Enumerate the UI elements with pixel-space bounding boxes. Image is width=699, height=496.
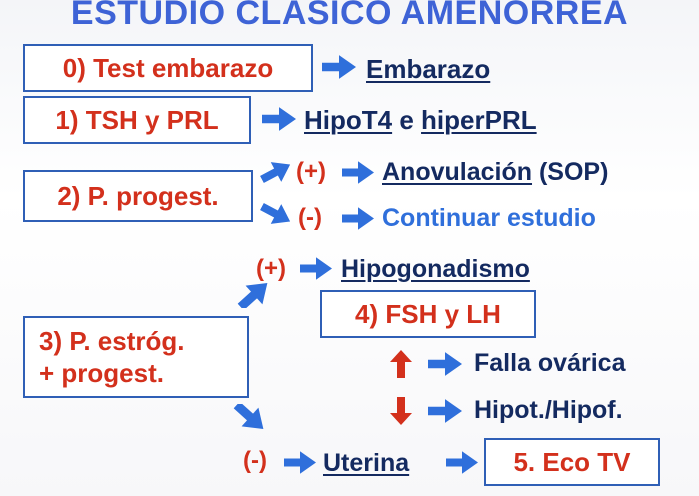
- step-3-pos-sign: (+): [256, 255, 286, 282]
- hipot4-text: HipoT4: [304, 105, 393, 135]
- arrow-right-icon: [284, 451, 316, 474]
- arrow-right-icon: [342, 207, 374, 230]
- arrow-up-right-icon: [260, 160, 292, 184]
- arrow-right-icon: [322, 55, 356, 79]
- step-5-box: 5. Eco TV: [484, 438, 660, 486]
- sop-text: (SOP): [538, 158, 609, 186]
- step-3-pos-result: Hipogonadismo: [341, 255, 530, 283]
- hiperprl-text: hiperPRL: [421, 105, 537, 135]
- step-2-pos-result-line: Anovulación (SOP): [382, 160, 608, 185]
- step-5-label: 5. Eco TV: [513, 446, 631, 477]
- arrow-right-icon: [342, 161, 374, 184]
- page-title: ESTUDIO CLASICO AMENORREA: [70, 0, 629, 32]
- step-1-results: HipoT4 e hiperPRL: [304, 107, 537, 133]
- arrow-down-right-icon: [260, 202, 292, 226]
- step-0-box: 0) Test embarazo: [23, 44, 313, 92]
- step-1-box: 1) TSH y PRL: [23, 96, 251, 144]
- step-3-label-line2: + progest.: [39, 358, 164, 388]
- arrow-down-icon: [390, 397, 412, 425]
- arrow-up-icon: [390, 350, 412, 378]
- step-3-neg-sign: (-): [243, 447, 267, 474]
- step-2-box: 2) P. progest.: [23, 170, 253, 222]
- step-2-label: 2) P. progest.: [57, 180, 219, 211]
- step-3-neg-result: Uterina: [323, 449, 410, 477]
- step-4-box: 4) FSH y LH: [320, 290, 536, 338]
- step-4-label: 4) FSH y LH: [355, 298, 501, 329]
- arrow-right-icon: [446, 451, 478, 474]
- step-3-box: 3) P. estróg. + progest.: [23, 316, 249, 398]
- step-1-label: 1) TSH y PRL: [55, 104, 219, 135]
- step-4-down-result: Hipot./Hipof.: [474, 396, 623, 424]
- step-3-label-line1: 3) P. estróg.: [39, 325, 185, 356]
- arrow-right-icon: [428, 399, 462, 423]
- step-2-pos-sign: (+): [296, 158, 326, 185]
- step-2-neg-sign: (-): [298, 204, 322, 231]
- step-0-label: 0) Test embarazo: [62, 52, 274, 83]
- arrow-right-icon: [428, 352, 462, 376]
- arrow-up-right-icon: [236, 282, 272, 308]
- arrow-right-icon: [262, 107, 296, 131]
- arrow-right-icon: [300, 257, 332, 280]
- anovulacion-text: Anovulación: [382, 158, 533, 186]
- connector-text: e: [399, 105, 414, 135]
- step-2-neg-result: Continuar estudio: [382, 204, 596, 232]
- arrow-down-right-icon: [232, 404, 268, 430]
- step-4-up-result: Falla ovárica: [474, 349, 626, 377]
- step-0-result: Embarazo: [366, 54, 491, 84]
